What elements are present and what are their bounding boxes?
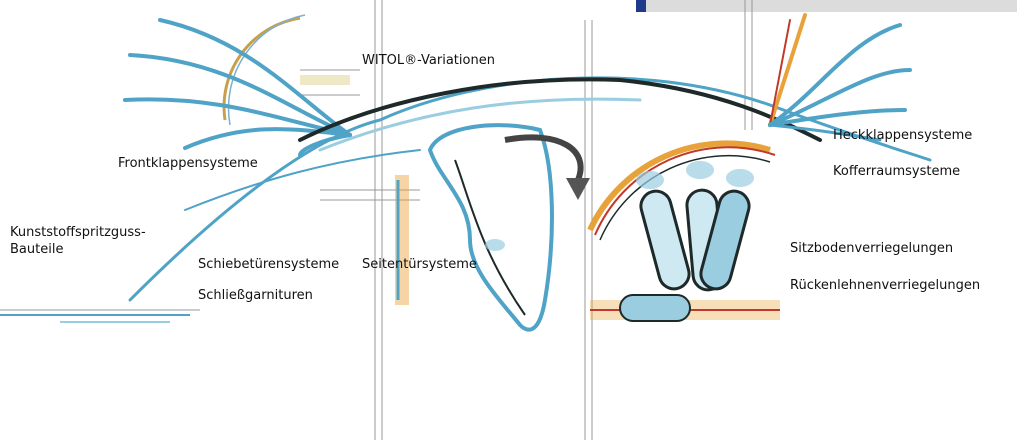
label-kunststoffspritzguss-bauteile[interactable]: Kunststoffspritzguss-Bauteile (10, 224, 180, 258)
label-schliessgarnituren[interactable]: Schließgarnituren (198, 287, 313, 304)
door-shape (395, 125, 552, 330)
label-seitentuersysteme[interactable]: Seitentürsysteme (362, 256, 477, 273)
label-rueckenlehnenverriegelungen[interactable]: Rückenlehnenverriegelungen (790, 277, 980, 294)
seat-mechanism (590, 143, 780, 321)
label-witol-variationen[interactable]: WITOL®-Variationen (362, 52, 495, 69)
label-frontklappensysteme[interactable]: Frontklappensysteme (118, 155, 258, 172)
label-schiebetuerensysteme[interactable]: Schiebetürensysteme (198, 256, 339, 273)
fan-strokes-right (770, 15, 910, 140)
label-heckklappensysteme[interactable]: Heckklappensysteme (833, 127, 972, 144)
label-kofferraumsysteme[interactable]: Kofferraumsysteme (833, 163, 960, 180)
floor-strokes (0, 315, 190, 322)
label-sitzbodenverriegelungen[interactable]: Sitzbodenverriegelungen (790, 240, 953, 257)
fan-strokes-left (125, 20, 350, 155)
